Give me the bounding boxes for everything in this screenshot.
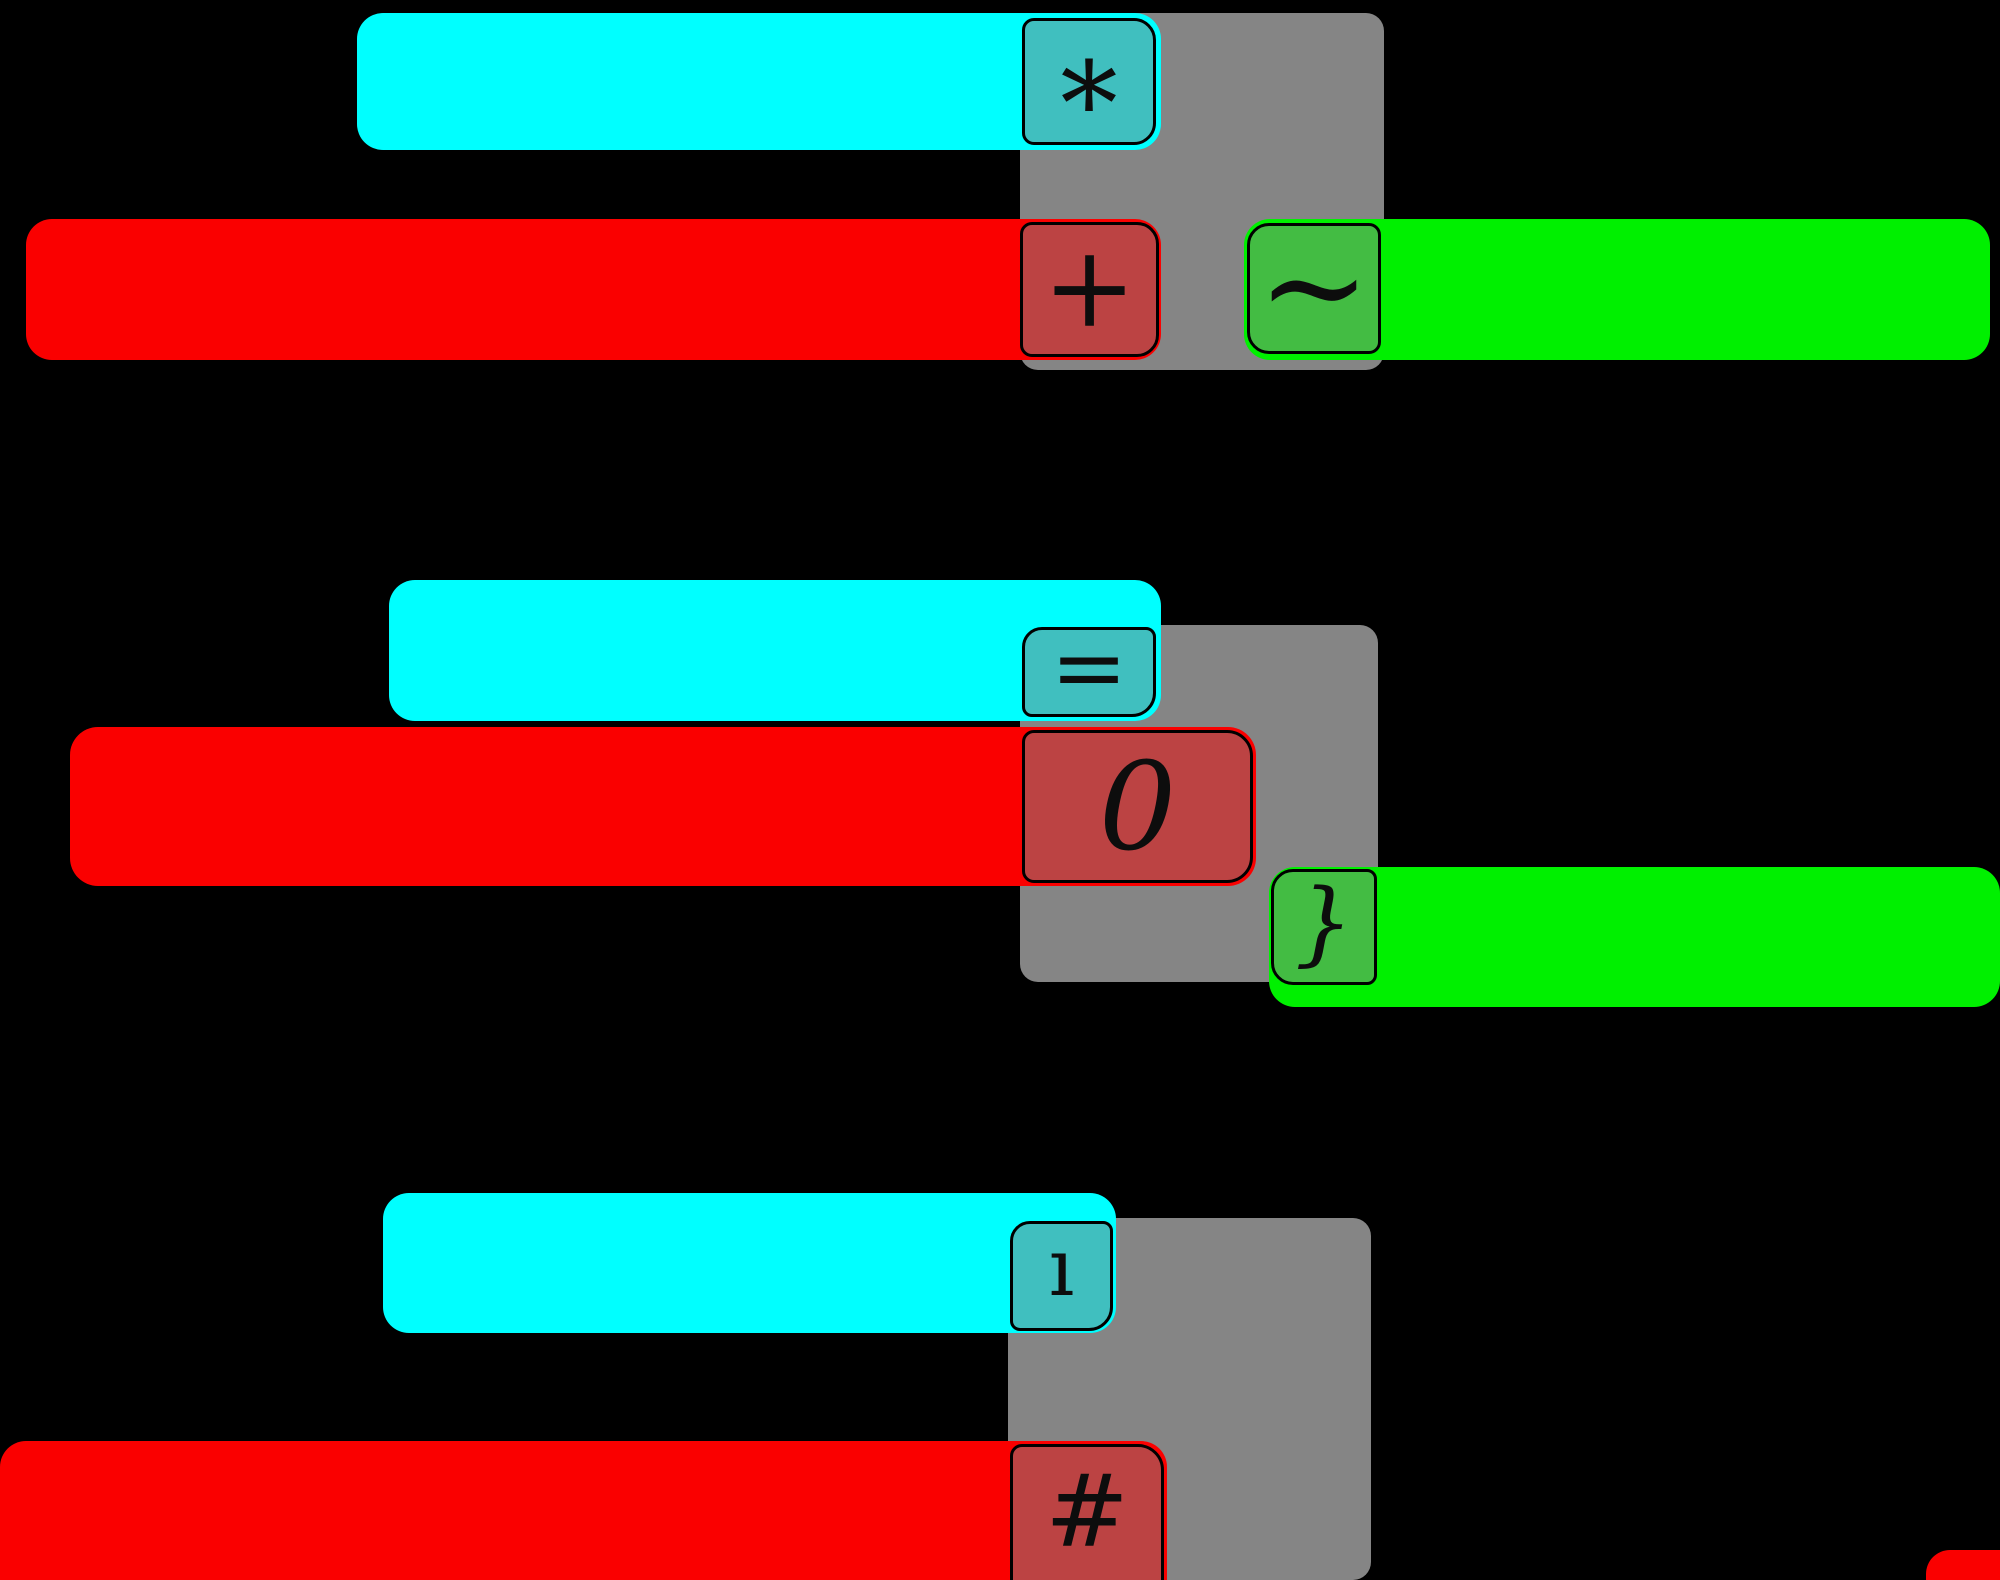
bottom-right-red-fragment <box>1926 1550 2000 1580</box>
closing-brace-glyph: } <box>1294 869 1354 976</box>
row3-cyan-overlap-tile: ı <box>1010 1221 1113 1331</box>
plus-glyph: + <box>1042 222 1137 353</box>
row1-green-overlap-tile: ~ <box>1247 223 1381 354</box>
row3-red-bar <box>0 1441 1167 1580</box>
row3-red-overlap-tile: # <box>1010 1444 1164 1580</box>
equals-glyph: = <box>1050 627 1128 717</box>
dotless-i-glyph: ı <box>1048 1221 1075 1314</box>
row1-red-overlap-tile: + <box>1020 222 1159 357</box>
row2-green-overlap-tile: } <box>1271 869 1377 985</box>
row3-cyan-bar <box>383 1193 1116 1333</box>
row1-red-bar <box>26 219 1161 360</box>
row1-cyan-overlap-tile: * <box>1022 18 1156 145</box>
row2-red-overlap-tile: 0 <box>1022 730 1253 883</box>
zero-glyph: 0 <box>1098 735 1177 878</box>
tilde-glyph: ~ <box>1257 223 1371 354</box>
asterisk-glyph: * <box>1060 38 1118 145</box>
row2-cyan-overlap-tile: = <box>1022 627 1156 717</box>
row2-green-bar <box>1269 867 2000 1007</box>
hash-glyph: # <box>1045 1453 1129 1570</box>
